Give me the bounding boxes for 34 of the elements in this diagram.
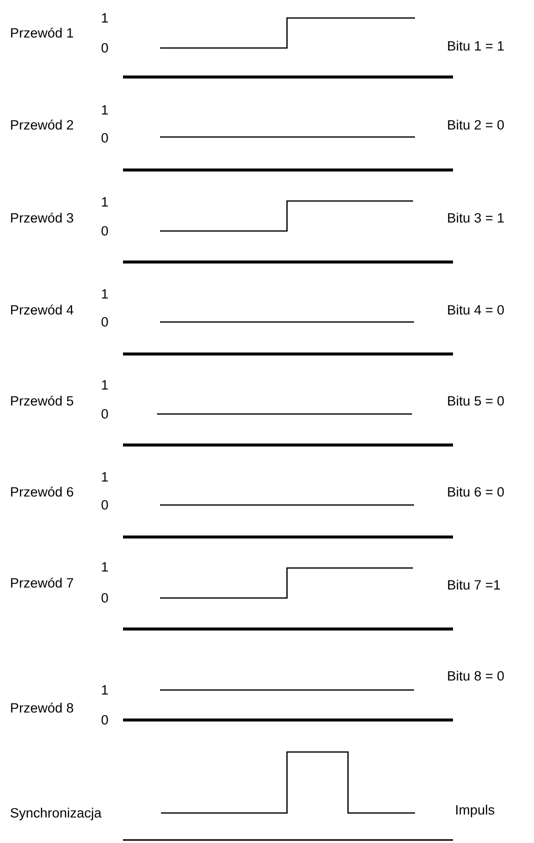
wire-label: Przewód 2 bbox=[10, 118, 74, 132]
level-label: 0 bbox=[101, 315, 109, 329]
level-label: 0 bbox=[101, 407, 109, 421]
level-label: 1 bbox=[101, 560, 109, 574]
bit-value-label: Bitu 2 = 0 bbox=[447, 118, 504, 132]
bit-value-label: Bitu 4 = 0 bbox=[447, 303, 504, 317]
level-label: 0 bbox=[101, 498, 109, 512]
level-label: 1 bbox=[101, 378, 109, 392]
level-label: 0 bbox=[101, 41, 109, 55]
level-label: 0 bbox=[101, 131, 109, 145]
level-label: 1 bbox=[101, 683, 109, 697]
level-label: 0 bbox=[101, 224, 109, 238]
bit-value-label: Bitu 5 = 0 bbox=[447, 394, 504, 408]
wire-label: Przewód 1 bbox=[10, 26, 74, 40]
level-label: 0 bbox=[101, 713, 109, 727]
bit-value-label: Bitu 6 = 0 bbox=[447, 485, 504, 499]
wire-label: Przewód 5 bbox=[10, 394, 74, 408]
level-label: 1 bbox=[101, 11, 109, 25]
wire-label: Przewód 4 bbox=[10, 303, 74, 317]
level-label: 1 bbox=[101, 470, 109, 484]
wire-label: Przewód 3 bbox=[10, 211, 74, 225]
bit-value-label: Bitu 8 = 0 bbox=[447, 669, 504, 683]
signal-label: Impuls bbox=[455, 803, 495, 817]
signal-label: Synchronizacja bbox=[10, 806, 102, 820]
bit-value-label: Bitu 7 =1 bbox=[447, 578, 501, 592]
level-label: 1 bbox=[101, 195, 109, 209]
bit-value-label: Bitu 1 = 1 bbox=[447, 39, 504, 53]
level-label: 1 bbox=[101, 287, 109, 301]
wire-label: Przewód 8 bbox=[10, 701, 74, 715]
wire-label: Przewód 6 bbox=[10, 485, 74, 499]
bit-value-label: Bitu 3 = 1 bbox=[447, 211, 504, 225]
level-label: 1 bbox=[101, 103, 109, 117]
level-label: 0 bbox=[101, 591, 109, 605]
wire-label: Przewód 7 bbox=[10, 576, 74, 590]
